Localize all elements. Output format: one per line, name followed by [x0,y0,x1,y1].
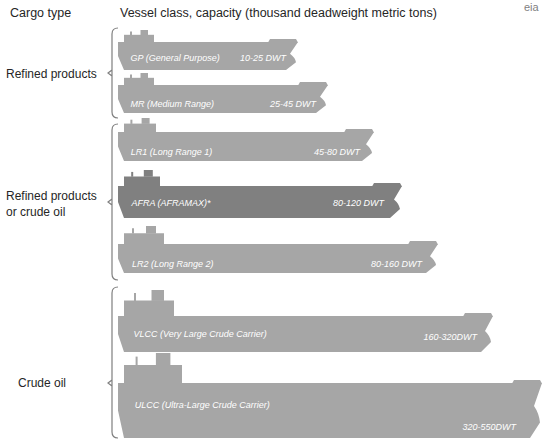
capacity: 80-120 DWT [333,199,384,208]
mast [130,31,132,35]
vessel-class: LR1 (Long Range 1) [131,148,213,157]
capacity: 320-550DWT [462,423,516,432]
ship-hull [118,186,402,218]
capacity: 160-320DWT [423,333,477,342]
funnel [152,290,165,301]
funnel [141,73,149,78]
superstructure [124,300,174,316]
vessel-class: ULCC (Ultra-Large Crude Carrier) [135,401,270,410]
cargo-type: Refined products [6,66,97,82]
superstructure [124,233,164,244]
ship-silhouette [118,290,493,352]
tanker-ship: LR2 (Long Range 2) 80-160 DWT [118,226,438,273]
vessel-class: MR (Medium Range) [131,100,215,109]
superstructure [124,124,156,132]
bracket [108,287,118,438]
tanker-ship: MR (Medium Range) 25-45 DWT [118,73,328,113]
column-heading: Vessel class, capacity (thousand deadwei… [120,5,437,22]
forecastle [512,380,542,384]
tanker-ship: AFRA (AFRAMAX)* 80-120 DWT [118,170,402,218]
mast [136,357,138,366]
mast [134,293,136,301]
mast [132,228,134,233]
capacity: 45-80 DWT [314,148,360,157]
ship-hull [118,316,493,352]
funnel [141,30,149,35]
ship-hull [118,132,374,161]
capacity: 25-45 DWT [270,100,316,109]
superstructure [124,35,154,42]
tanker-ship: LR1 (Long Range 1) 45-80 DWT [118,118,374,161]
forecastle [408,241,438,245]
funnel [146,226,156,234]
superstructure [124,78,154,85]
ship-silhouette [118,170,402,218]
mast [131,172,133,177]
forecastle [344,129,374,133]
vessel-class: LR2 (Long Range 2) [132,260,214,269]
logo-text: eia [524,0,539,15]
vessel-class: GP (General Purpose) [131,54,220,63]
mast [130,120,132,124]
ship-hull [118,42,298,70]
funnel [144,170,153,177]
superstructure [124,365,182,383]
forecastle [298,82,328,86]
forecastle [372,183,402,187]
capacity: 80-160 DWT [371,260,422,269]
vessel-class: AFRA (AFRAMAX)* [131,199,210,208]
funnel [156,353,171,366]
bracket [108,28,118,118]
forecastle [463,313,493,317]
cargo-type: Refined products or crude oil [6,188,106,220]
ship-silhouette [118,30,298,70]
tanker-ship: ULCC (Ultra-Large Crude Carrier) 320-550D… [118,353,542,438]
column-heading: Cargo type [10,5,71,22]
ship-hull [118,244,438,273]
ship-hull [118,383,542,438]
funnel [142,118,150,124]
superstructure [124,176,160,186]
bracket [108,124,118,280]
tanker-ship: GP (General Purpose) 10-25 DWT [118,30,298,70]
capacity: 10-25 DWT [240,54,286,63]
mast [130,74,132,78]
tanker-ship: VLCC (Very Large Crude Carrier) 160-320DW… [118,290,493,352]
ship-hull [118,85,328,113]
vessel-class: VLCC (Very Large Crude Carrier) [134,330,267,339]
forecastle [268,39,298,43]
cargo-type: Crude oil [18,375,66,391]
